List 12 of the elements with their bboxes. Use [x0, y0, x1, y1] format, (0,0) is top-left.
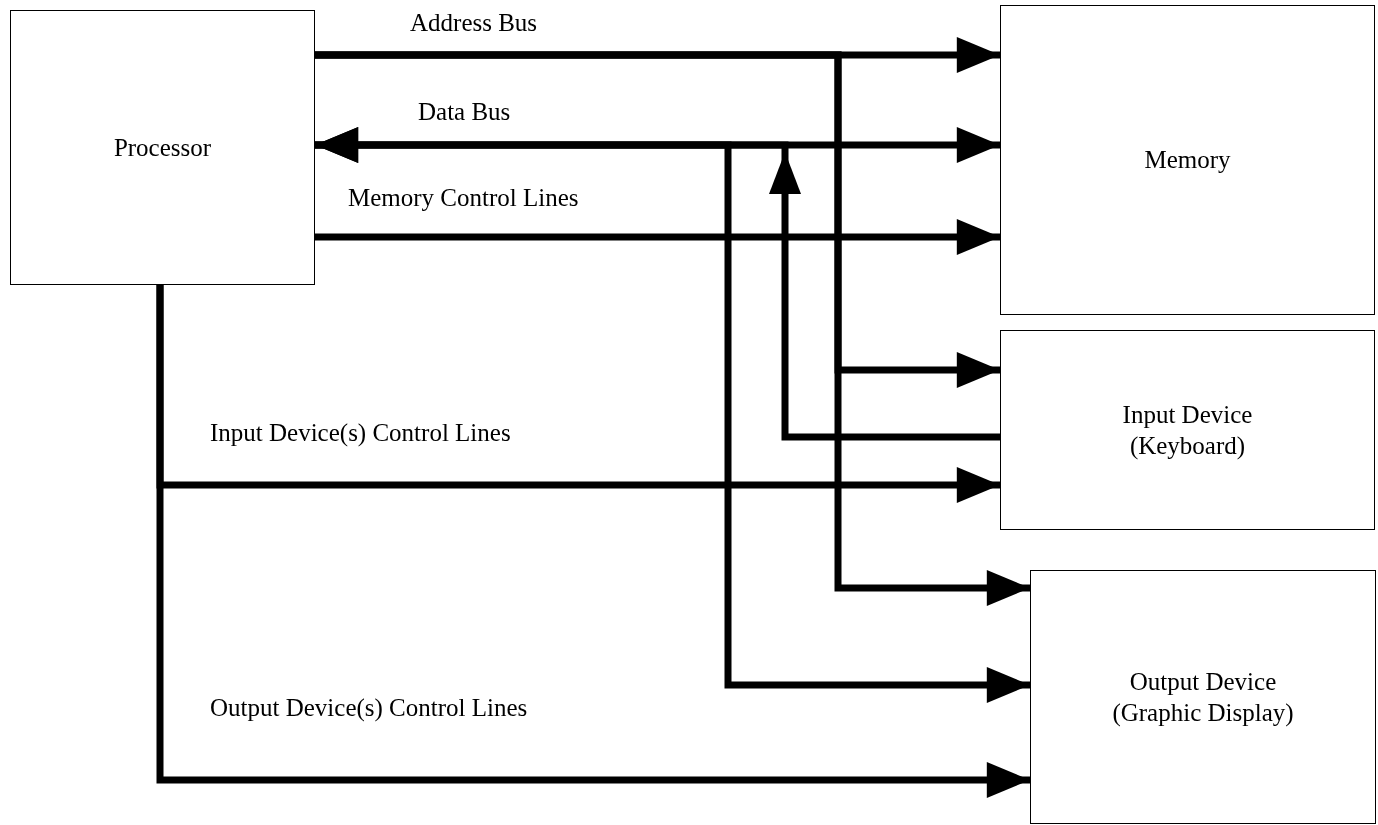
component-box	[1000, 5, 1375, 315]
component-box	[1030, 570, 1376, 824]
box-label: Input Device (Keyboard)	[1121, 399, 1254, 462]
box-label: Processor	[113, 132, 212, 163]
box-label: Output Device (Graphic Display)	[1111, 666, 1295, 729]
arrow	[315, 127, 1000, 441]
arrow	[156, 285, 1030, 798]
arrow	[315, 51, 1030, 606]
component-box	[1000, 330, 1375, 530]
box-label: Memory	[1144, 145, 1231, 176]
component-box	[10, 10, 315, 285]
arrow	[315, 219, 1000, 255]
